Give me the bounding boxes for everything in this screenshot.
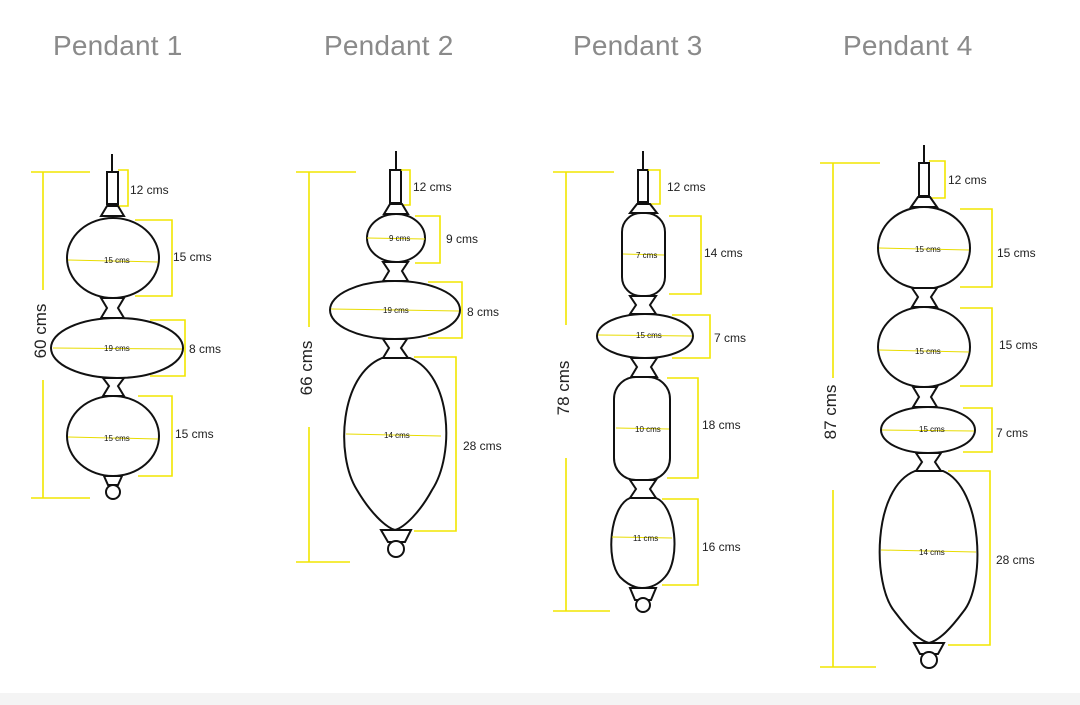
inner-dimension-label: 19 cms (383, 306, 409, 315)
part-dimension-label: 16 cms (702, 540, 741, 554)
inner-dimension-label: 15 cms (915, 245, 941, 254)
bottom-strip (0, 693, 1080, 705)
part-dimension-label: 7 cms (714, 331, 746, 345)
pendant-4-total-label: 87 cms (821, 385, 840, 440)
oval-shade (610, 497, 676, 590)
pendant-2-total-bracket (296, 171, 356, 563)
pendant-4-total-bracket (820, 162, 880, 668)
cap-bracket (118, 169, 129, 207)
pendant-4-drawing: 87 cms 12 cms 15 cms 15 cms 15 cms 15 cm… (820, 145, 1038, 669)
inner-dimension-label: 10 cms (635, 425, 661, 434)
inner-dimension-label: 14 cms (384, 431, 410, 440)
pendant-4-title: Pendant 4 (843, 30, 973, 61)
part-dimension-label: 15 cms (999, 338, 1038, 352)
inner-dimension-label: 15 cms (919, 425, 945, 434)
inner-dimension-label: 11 cms (633, 534, 658, 543)
part-dimension-label: 28 cms (463, 439, 502, 453)
cap-label: 12 cms (948, 173, 987, 187)
pendant-3-title: Pendant 3 (573, 30, 703, 61)
part-dimension-label: 14 cms (704, 246, 743, 260)
pendant-2-drawing: 66 cms 12 cms 9 cms 9 cms 19 cms 8 cms 1… (296, 151, 502, 563)
part-dimension-label: 8 cms (467, 305, 499, 319)
inner-dimension-label: 14 cms (919, 548, 945, 557)
part-dimension-label: 9 cms (446, 232, 478, 246)
cap-label: 12 cms (130, 183, 169, 197)
pendant-1-title: Pendant 1 (53, 30, 183, 61)
pendant-2-title: Pendant 2 (324, 30, 454, 61)
pendant-1-total-label: 60 cms (31, 304, 50, 359)
inner-dimension-label: 15 cms (104, 434, 130, 443)
part-dimension-label: 18 cms (702, 418, 741, 432)
part-dimension-label: 15 cms (175, 427, 214, 441)
inner-dimension-label: 15 cms (915, 347, 941, 356)
part-dimension-label: 15 cms (173, 250, 212, 264)
inner-dimension-label: 15 cms (636, 331, 662, 340)
part-dimension-label: 28 cms (996, 553, 1035, 567)
finial (105, 484, 121, 500)
part-dimension-label: 7 cms (996, 426, 1028, 440)
part-dimension-label: 8 cms (189, 342, 221, 356)
pendant-1-total-bracket (31, 171, 90, 499)
pendant-2-total-label: 66 cms (297, 341, 316, 396)
part-dimension-label: 15 cms (997, 246, 1036, 260)
inner-dimension-label: 15 cms (104, 256, 130, 265)
pendant-3-drawing: 78 cms 12 cms 7 cms 14 cms 15 cms 7 cms … (553, 151, 746, 613)
cap (106, 171, 119, 205)
cap-label: 12 cms (667, 180, 706, 194)
pendant-3-total-bracket (553, 171, 614, 612)
long-oval-shade (878, 470, 979, 645)
long-oval-shade (343, 357, 448, 532)
inner-dimension-label: 7 cms (636, 251, 657, 260)
pendant-1-drawing: 60 cms 12 cms 15 cms 15 cms 19 cms 8 cms… (31, 154, 221, 500)
inner-dimension-label: 19 cms (104, 344, 130, 353)
pendant-3-total-label: 78 cms (554, 361, 573, 416)
inner-dimension-label: 9 cms (389, 234, 410, 243)
cap-label: 12 cms (413, 180, 452, 194)
